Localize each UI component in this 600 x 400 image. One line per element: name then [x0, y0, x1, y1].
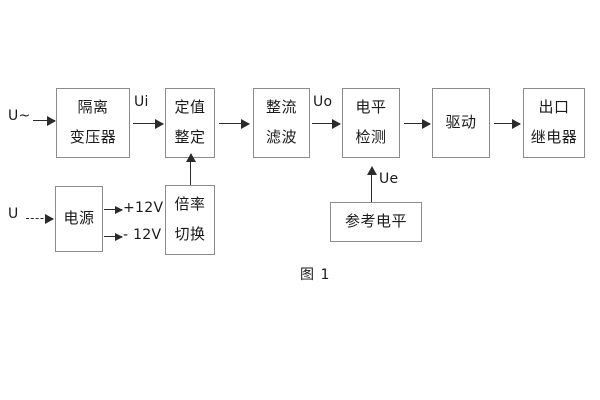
block-level-detection: 电平 检测 — [342, 88, 400, 158]
block-power-supply-line-1: 电源 — [63, 209, 95, 228]
arrow-reference-level-to-level-detection — [367, 166, 378, 202]
block-level-detection-line-1: 电平 — [355, 98, 387, 117]
block-isolation-transformer-line-1: 隔离 — [77, 98, 109, 117]
block-reference-level: 参考电平 — [330, 202, 422, 242]
block-isolation-transformer: 隔离 变压器 — [56, 88, 130, 158]
block-rectify-filter: 整流 滤波 — [253, 88, 310, 158]
block-setpoint-setting-line-1: 定值 — [174, 98, 206, 117]
arrow-drive-to-output-relay — [494, 119, 521, 130]
block-drive-line-1: 驱动 — [445, 113, 477, 132]
block-multiplier-switch-line-1: 倍率 — [174, 195, 206, 214]
block-multiplier-switch: 倍率 切换 — [165, 185, 215, 255]
arrow-rail-positive — [104, 206, 123, 214]
arrow-level-detection-to-drive — [404, 119, 431, 130]
signal-label-ui: Ui — [134, 94, 149, 110]
block-multiplier-switch-line-2: 切换 — [174, 225, 206, 243]
block-output-relay-line-2: 继电器 — [530, 128, 578, 146]
block-drive: 驱动 — [432, 88, 490, 158]
block-rectify-filter-line-2: 滤波 — [265, 128, 297, 146]
block-reference-level-line-1: 参考电平 — [344, 212, 407, 231]
block-setpoint-setting-line-2: 整定 — [174, 128, 206, 146]
block-setpoint-setting: 定值 整定 — [165, 88, 215, 158]
arrow-rectify-filter-to-level-detection — [312, 119, 341, 130]
rail-label-negative: - 12V — [123, 227, 162, 243]
block-isolation-transformer-line-2: 变压器 — [69, 128, 117, 146]
signal-label-uo: Uo — [313, 94, 333, 110]
arrow-multiplier-switch-to-setpoint — [186, 153, 197, 185]
input-label-ac: U~ — [8, 108, 31, 124]
signal-label-ue: Ue — [379, 171, 399, 187]
rail-label-positive: +12V — [123, 200, 164, 216]
block-output-relay-line-1: 出口 — [538, 98, 570, 117]
arrow-isolation-transformer-to-setpoint — [133, 119, 164, 130]
figure-caption: 图 1 — [300, 267, 331, 283]
block-rectify-filter-line-1: 整流 — [265, 98, 297, 117]
block-level-detection-line-2: 检测 — [355, 128, 387, 146]
arrow-dc-input-to-power-supply — [26, 214, 54, 225]
arrow-ac-input-to-isolation-transformer — [33, 116, 56, 127]
input-label-dc: U — [8, 206, 19, 222]
block-output-relay: 出口 继电器 — [523, 88, 585, 158]
arrow-setpoint-to-rectify-filter — [219, 119, 250, 130]
arrow-rail-negative — [104, 233, 123, 241]
block-power-supply: 电源 — [55, 186, 103, 252]
